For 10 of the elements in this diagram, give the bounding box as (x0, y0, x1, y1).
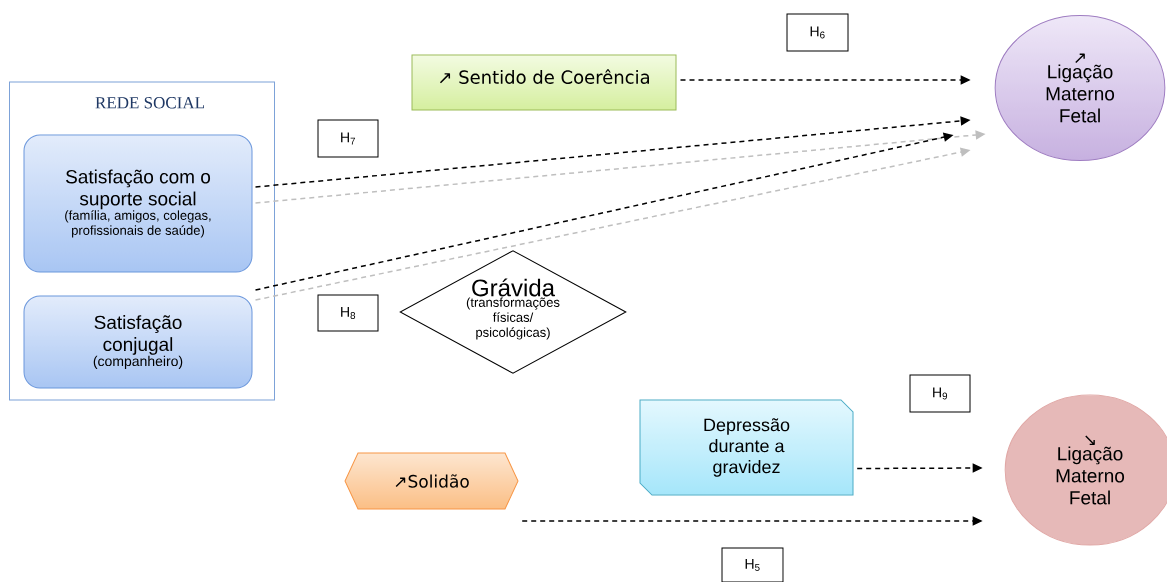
hypothesis-box: H$_{7}$ (317, 119, 379, 158)
hypothesis-box: H$_{8}$ (317, 294, 379, 332)
factor-box: Satisfação conjugal (companheiro) (23, 295, 253, 389)
hypothesis-box: H$_{9}$ (909, 374, 971, 413)
factor-box: Depressão durante a gravidez (639, 399, 854, 496)
factor-hexagon: ↗Solidão (344, 452, 519, 510)
factor-box: Satisfação com o suporte social (família, amigos, colegas, profissionais de saúde) (23, 134, 253, 273)
hypothesis-box: H$_{5}$ (721, 547, 784, 582)
hypothesis-box: H$_{6}$ (786, 13, 849, 52)
factor-box: ↗ Sentido de Coerência (411, 54, 677, 111)
